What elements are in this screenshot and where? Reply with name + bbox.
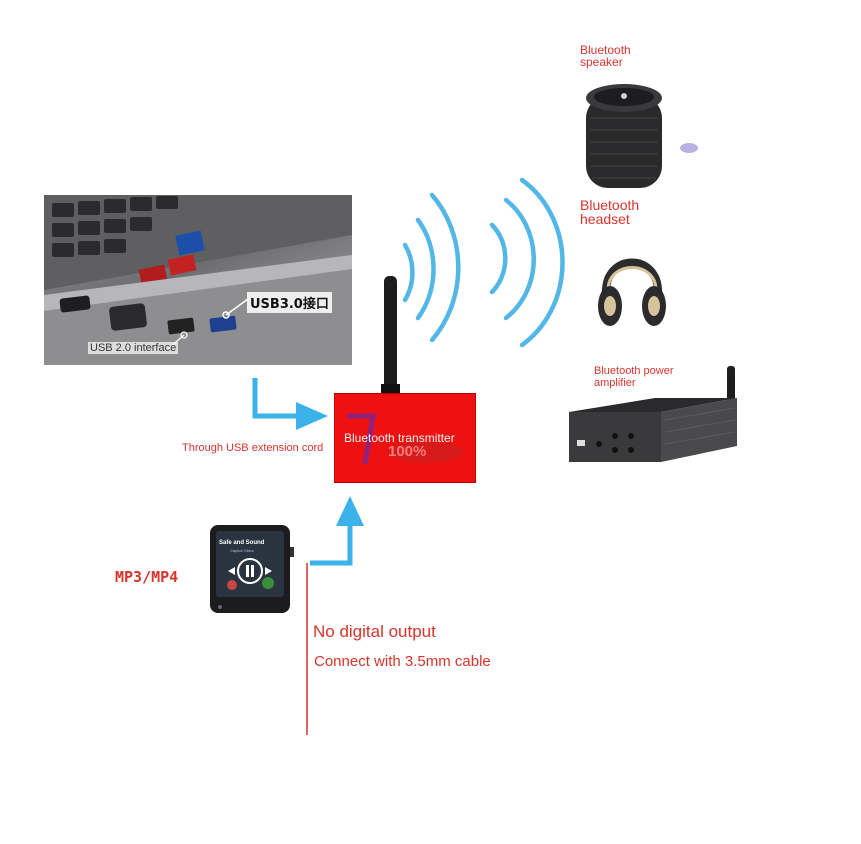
antenna	[384, 276, 397, 394]
mp3-arrow-head	[336, 496, 364, 526]
bluetooth-amplifier-label-line1: Bluetooth power	[594, 365, 674, 377]
bluetooth-amplifier-label: Bluetooth power amplifier	[594, 365, 674, 389]
bluetooth-amplifier-label-line2: amplifier	[594, 377, 636, 389]
bluetooth-speaker-label-line2: speaker	[580, 55, 623, 69]
mp3-mp4-label: MP3/MP4	[115, 568, 179, 586]
bluetooth-headset-label-line1: Bluetooth	[580, 197, 640, 213]
usb-extension-label: Through USB extension cord	[182, 442, 324, 454]
laptop-illustration	[44, 195, 352, 365]
bluetooth-speaker-label: Bluetooth speaker	[580, 44, 631, 68]
usb-arrow	[252, 378, 300, 419]
usb-arrow-head	[296, 402, 328, 430]
bluetooth-transmitter-box	[334, 393, 476, 483]
bluetooth-headset-label-line2: headset	[580, 211, 630, 227]
keyboard-keys	[52, 196, 178, 257]
bluetooth-speaker-label-line1: Bluetooth	[580, 43, 631, 57]
usb3-label: USB3.0接口	[247, 292, 332, 313]
usb2-label: USB 2.0 interface	[88, 342, 179, 354]
no-digital-output-label: No digital output	[313, 622, 436, 641]
cable-connection-label: Connect with 3.5mm cable	[314, 653, 491, 670]
mp3-player-image: Safe and Sound Capital Cities	[210, 525, 294, 613]
player-song-title: Safe and Sound	[219, 540, 265, 546]
bluetooth-speaker-image	[586, 84, 662, 188]
transmitter-percent: 100%	[388, 443, 427, 460]
player-artist: Capital Cities	[230, 548, 254, 553]
bluetooth-headset-image	[598, 258, 666, 326]
mp3-arrow	[310, 520, 353, 566]
bluetooth-headset-label: Bluetooth headset	[580, 198, 639, 226]
transmitter-label: Bluetooth transmitter	[344, 431, 455, 445]
transmitter-face	[335, 394, 475, 482]
signal-waves	[402, 177, 565, 348]
decorative-smudge	[680, 143, 698, 153]
bluetooth-amplifier-image	[569, 366, 737, 462]
laptop-image	[44, 195, 352, 365]
